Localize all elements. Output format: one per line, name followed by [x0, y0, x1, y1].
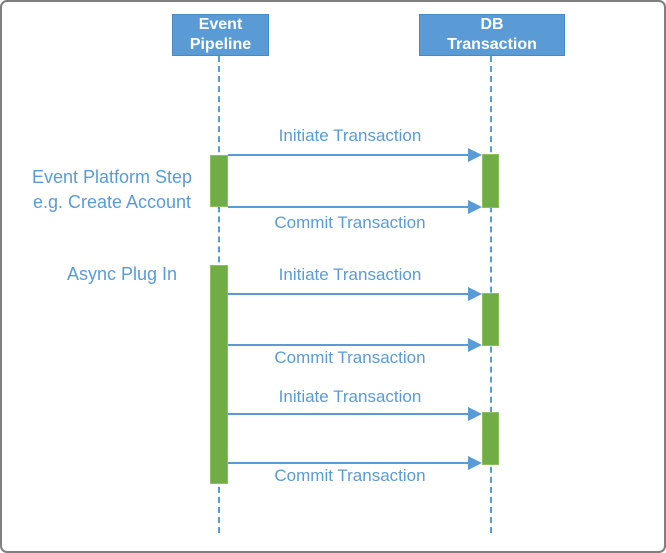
actor-label-event-pipeline: Event Pipeline: [189, 16, 252, 53]
arrowhead-right-icon: [468, 287, 482, 301]
message-label-initiate-3: Initiate Transaction: [278, 387, 422, 406]
message-label-commit-2: Commit Transaction: [274, 348, 426, 367]
message-label-commit-1: Commit Transaction: [274, 213, 426, 232]
message-arrow-line: [228, 206, 472, 208]
arrowhead-right-icon: [468, 407, 482, 421]
arrowhead-right-icon: [468, 338, 482, 352]
arrowhead-right-icon: [468, 200, 482, 214]
activation-bar-event-pipeline-1: [210, 155, 228, 207]
annotation-event-platform-step: Event Platform Step e.g. Create Account: [31, 167, 193, 212]
message-label-initiate-1: Initiate Transaction: [278, 126, 422, 145]
actor-label-db-transaction: DB Transaction: [447, 16, 537, 53]
message-label-initiate-2: Initiate Transaction: [278, 265, 422, 284]
activation-bar-event-pipeline-2: [210, 265, 228, 484]
message-label-commit-3: Commit Transaction: [274, 466, 426, 485]
actor-box-db-transaction: DB Transaction: [419, 14, 565, 56]
activation-bar-db-transaction-2: [482, 293, 499, 346]
message-arrow-line: [228, 293, 472, 295]
message-arrow-line: [228, 413, 472, 415]
annotation-async-plug-in: Async Plug In: [66, 264, 178, 284]
arrowhead-right-icon: [468, 148, 482, 162]
activation-bar-db-transaction-3: [482, 412, 499, 465]
arrowhead-right-icon: [468, 456, 482, 470]
message-arrow-line: [228, 462, 472, 464]
message-arrow-line: [228, 154, 472, 156]
activation-bar-db-transaction-1: [482, 154, 499, 208]
message-arrow-line: [228, 344, 472, 346]
actor-box-event-pipeline: Event Pipeline: [172, 14, 269, 56]
